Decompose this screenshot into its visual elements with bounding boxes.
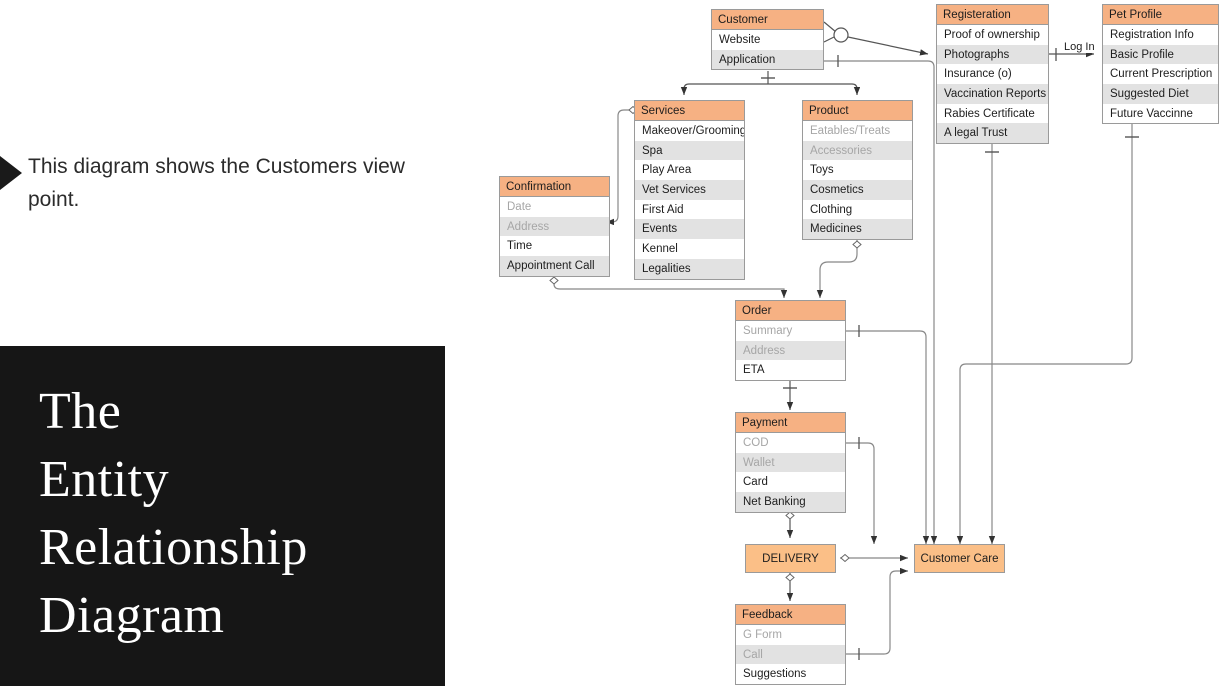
entity-row[interactable]: Medicines — [803, 219, 912, 240]
entity-row[interactable]: Basic Profile — [1103, 44, 1218, 65]
entity-row[interactable]: Wallet — [736, 452, 845, 473]
entity-row[interactable]: Toys — [803, 160, 912, 181]
entity-row[interactable]: A legal Trust — [937, 123, 1048, 144]
entity-row[interactable]: Spa — [635, 140, 744, 161]
entity-title: Registeration — [937, 5, 1048, 25]
entity-row[interactable]: Suggested Diet — [1103, 84, 1218, 104]
page-title: The Entity Relationship Diagram — [39, 378, 429, 650]
entity-feedback[interactable]: Feedback G Form Call Suggestions — [735, 604, 846, 686]
entity-customer[interactable]: Customer Website Application — [711, 9, 824, 71]
entity-services[interactable]: Services Makeover/Grooming Spa Play Area… — [634, 100, 745, 280]
entity-row[interactable]: Future Vaccinne — [1103, 103, 1218, 124]
entity-product[interactable]: Product Eatables/Treats Accessories Toys… — [802, 100, 913, 241]
entity-confirmation[interactable]: Confirmation Date Address Time Appointme… — [499, 176, 610, 277]
entity-delivery[interactable]: DELIVERY — [745, 544, 836, 573]
entity-row[interactable]: Website — [712, 30, 823, 50]
entity-title: Services — [635, 101, 744, 121]
entity-title: Order — [736, 301, 845, 321]
entity-row[interactable]: Kennel — [635, 239, 744, 259]
triangle-right-icon — [0, 156, 22, 190]
entity-order[interactable]: Order Summary Address ETA — [735, 300, 846, 382]
entity-row[interactable]: Cosmetics — [803, 180, 912, 200]
edge-label-log-in: Log In — [1062, 41, 1097, 53]
entity-row[interactable]: Application — [712, 49, 823, 70]
entity-title: Feedback — [736, 605, 845, 625]
intro-text: This diagram shows the Customers view po… — [28, 155, 405, 211]
entity-row[interactable]: Registration Info — [1103, 25, 1218, 45]
entity-row[interactable]: Date — [500, 197, 609, 217]
entity-row[interactable]: First Aid — [635, 199, 744, 220]
left-panel: This diagram shows the Customers view po… — [0, 0, 445, 686]
entity-row[interactable]: Time — [500, 236, 609, 257]
entity-row[interactable]: Appointment Call — [500, 256, 609, 276]
entity-pet-profile[interactable]: Pet Profile Registration Info Basic Prof… — [1102, 4, 1219, 125]
entity-row[interactable]: Address — [736, 340, 845, 361]
entity-row[interactable]: Photographs — [937, 44, 1048, 65]
title-line-2: Entity — [39, 451, 170, 508]
entity-row[interactable]: Rabies Certificate — [937, 103, 1048, 124]
entity-row[interactable]: Proof of ownership — [937, 25, 1048, 45]
entity-title: Confirmation — [500, 177, 609, 197]
entity-row[interactable]: Vaccination Reports — [937, 84, 1048, 104]
title-line-1: The — [39, 383, 122, 440]
entity-row[interactable]: Accessories — [803, 140, 912, 161]
title-line-3: Relationship — [39, 519, 308, 576]
entity-title: Customer — [712, 10, 823, 30]
entity-row[interactable]: Vet Services — [635, 180, 744, 200]
entity-row[interactable]: Clothing — [803, 199, 912, 220]
entity-row[interactable]: G Form — [736, 625, 845, 645]
entity-row[interactable]: Net Banking — [736, 492, 845, 512]
entity-row[interactable]: Summary — [736, 321, 845, 341]
entity-customer-care[interactable]: Customer Care — [914, 544, 1005, 573]
entity-row[interactable]: ETA — [736, 360, 845, 381]
entity-row[interactable]: Events — [635, 219, 744, 240]
entity-row[interactable]: COD — [736, 433, 845, 453]
entity-row[interactable]: Current Prescription — [1103, 64, 1218, 85]
entity-row[interactable]: Makeover/Grooming — [635, 121, 744, 141]
entity-registeration[interactable]: Registeration Proof of ownership Photogr… — [936, 4, 1049, 145]
entity-row[interactable]: Suggestions — [736, 664, 845, 685]
entity-title: Product — [803, 101, 912, 121]
entity-row[interactable]: Card — [736, 472, 845, 493]
entity-row[interactable]: Insurance (o) — [937, 64, 1048, 85]
entity-row[interactable]: Eatables/Treats — [803, 121, 912, 141]
title-block: The Entity Relationship Diagram — [0, 346, 445, 686]
entity-row[interactable]: Play Area — [635, 160, 744, 181]
entity-title: Payment — [736, 413, 845, 433]
entity-title: Pet Profile — [1103, 5, 1218, 25]
title-line-4: Diagram — [39, 587, 225, 644]
entity-row[interactable]: Call — [736, 644, 845, 665]
entity-row[interactable]: Address — [500, 216, 609, 237]
entity-row[interactable]: Legalities — [635, 258, 744, 279]
entity-payment[interactable]: Payment COD Wallet Card Net Banking — [735, 412, 846, 513]
